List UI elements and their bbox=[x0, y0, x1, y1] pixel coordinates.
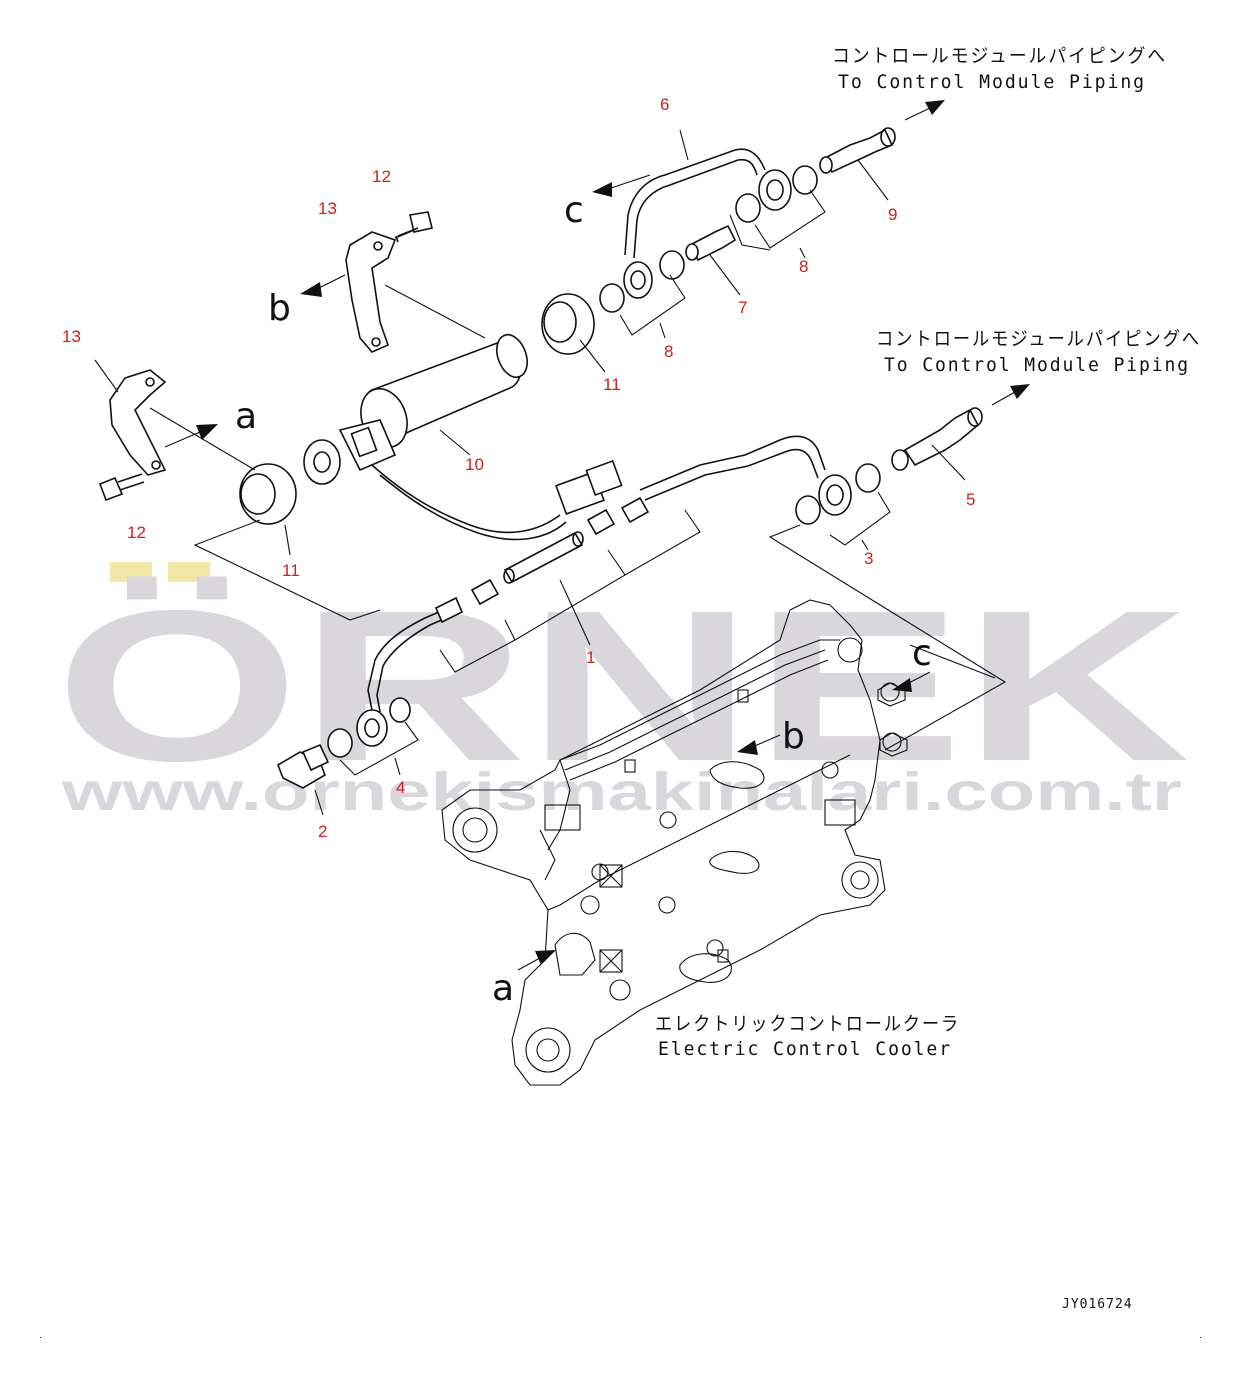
right-piping-label-en: To Control Module Piping bbox=[884, 354, 1190, 376]
watermark-brand: ÖRNEK bbox=[55, 565, 1190, 806]
view-letter-b-left: b bbox=[268, 288, 291, 329]
flow-arrows bbox=[164, 100, 1030, 971]
right-piping-label-jp: コントロールモジュールパイピングへ bbox=[876, 328, 1201, 350]
watermark: ÖRNEK www.ornekismakinalari.com.tr bbox=[55, 562, 1190, 822]
part-number-1: 1 bbox=[586, 648, 595, 667]
part-6-pipe bbox=[623, 148, 792, 299]
electric-control-cooler bbox=[441, 599, 908, 1086]
view-letters: c b a c b a bbox=[235, 190, 932, 1009]
corner-mark-right bbox=[1200, 1337, 1201, 1338]
drawing-id: JY016724 bbox=[1062, 1297, 1133, 1312]
top-piping-label-jp: コントロールモジュールパイピングへ bbox=[832, 45, 1167, 67]
part-8-gaskets bbox=[599, 165, 818, 313]
part-1-tube-set bbox=[367, 508, 616, 713]
arrow-a-left bbox=[164, 424, 218, 448]
part-number-3: 3 bbox=[864, 549, 873, 568]
part-2-banjo-bolt bbox=[277, 743, 330, 789]
part-number-6: 6 bbox=[660, 95, 669, 114]
cooler-label-jp: エレクトリックコントロールクーラ bbox=[655, 1013, 960, 1035]
view-letter-c-cooler: c bbox=[912, 633, 932, 674]
part-13-bracket-lower bbox=[109, 369, 167, 476]
part-5-connector bbox=[891, 407, 983, 471]
cooler-label-en: Electric Control Cooler bbox=[658, 1038, 952, 1060]
watermark-url: www.ornekismakinalari.com.tr bbox=[61, 762, 1182, 822]
part-number-12-upper: 12 bbox=[372, 167, 391, 186]
arrow-to-top-piping bbox=[904, 100, 945, 121]
destination-labels: コントロールモジュールパイピングへ To Control Module Pipi… bbox=[655, 45, 1201, 1060]
part-number-13-upper: 13 bbox=[318, 199, 337, 218]
part-9-connector bbox=[819, 127, 896, 174]
part-13-bracket-upper bbox=[345, 231, 397, 353]
view-letter-b-cooler: b bbox=[782, 716, 805, 757]
part-12-bolt-upper bbox=[394, 211, 433, 243]
pump-assembly bbox=[98, 127, 983, 789]
part-10-pump bbox=[303, 333, 623, 541]
arrow-b-left bbox=[300, 274, 346, 297]
part-7-connector bbox=[685, 224, 737, 262]
part-number-7: 7 bbox=[738, 298, 747, 317]
part-number-5: 5 bbox=[966, 490, 975, 509]
part-4-fitting bbox=[327, 697, 411, 758]
part-number-4: 4 bbox=[396, 778, 405, 797]
part-number-8-lower: 8 bbox=[664, 342, 673, 361]
part-number-11-lower: 11 bbox=[282, 561, 300, 580]
part-number-12-lower: 12 bbox=[127, 523, 146, 542]
arrow-a-cooler bbox=[517, 950, 556, 971]
arrow-c-cooler bbox=[892, 671, 931, 692]
part-number-10: 10 bbox=[465, 455, 484, 474]
part-11-grommet-upper bbox=[541, 293, 595, 355]
leader-lines bbox=[94, 129, 1007, 816]
part-number-9: 9 bbox=[888, 205, 897, 224]
part-11-grommet-lower bbox=[239, 463, 297, 525]
part-numbers: 6 9 8 7 8 11 10 12 13 13 12 11 5 3 1 4 2 bbox=[62, 95, 975, 841]
arrow-c-top bbox=[592, 174, 651, 197]
part-number-8-upper: 8 bbox=[799, 257, 808, 276]
corner-mark-left bbox=[40, 1337, 41, 1338]
watermark-umlaut-left bbox=[110, 562, 152, 582]
arrow-to-right-piping bbox=[991, 384, 1030, 406]
arrow-b-cooler bbox=[737, 734, 781, 755]
view-letter-a-left: a bbox=[235, 396, 257, 437]
part-number-11-upper: 11 bbox=[603, 375, 621, 394]
watermark-umlaut-right bbox=[168, 562, 210, 582]
part-number-2: 2 bbox=[318, 822, 327, 841]
part-number-13-lower: 13 bbox=[62, 327, 81, 346]
right-pipe bbox=[620, 435, 881, 525]
view-letter-c-top: c bbox=[564, 190, 584, 231]
part-12-bolt-lower bbox=[98, 473, 145, 502]
top-piping-label-en: To Control Module Piping bbox=[838, 71, 1146, 93]
view-letter-a-cooler: a bbox=[492, 968, 514, 1009]
